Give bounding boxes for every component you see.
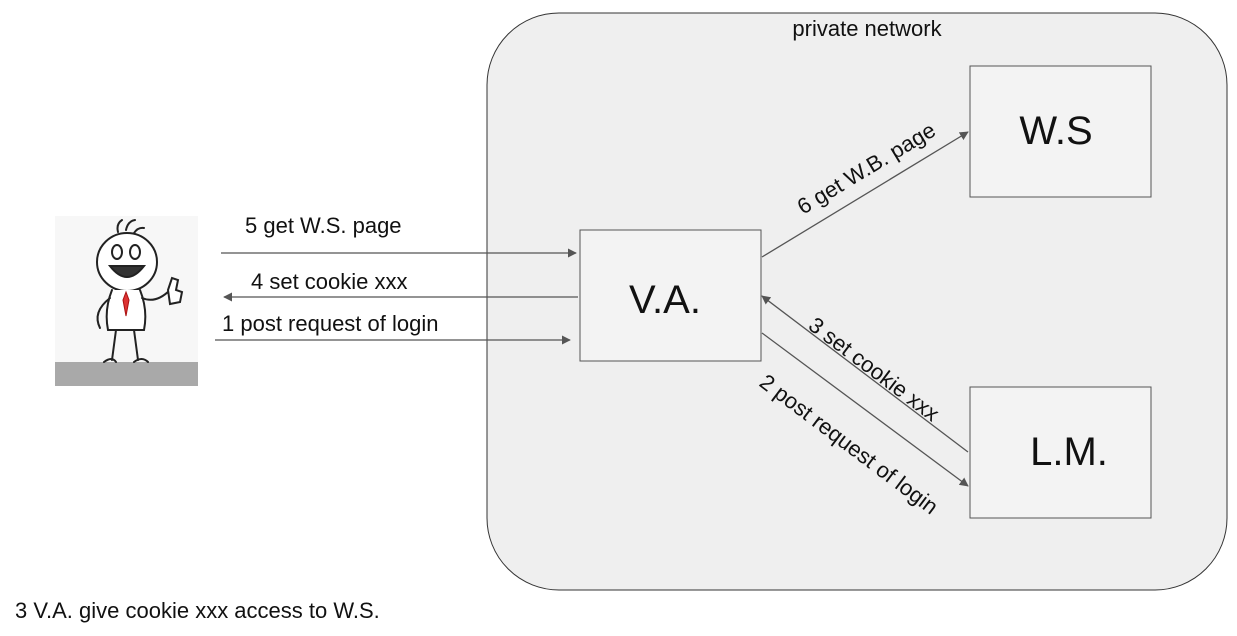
arrow-6-line [761,131,969,258]
node-va: V.A. [579,229,762,362]
node-lm-label: L.M. [1030,430,1108,474]
node-lm: L.M. [969,386,1152,519]
arrow-3-line [761,295,969,453]
node-va-label: V.A. [629,278,701,322]
arrow-1-label: 1 post request of login [222,311,438,336]
node-ws: W.S [969,65,1152,198]
arrow-4-label: 4 set cookie xxx [251,269,408,294]
node-ws-label: W.S [1019,109,1092,153]
arrow-5-label: 5 get W.S. page [245,213,402,238]
arrow-2-line [761,332,969,487]
footnote: 3 V.A. give cookie xxx access to W.S. [15,598,380,623]
user-cartoon-icon [55,216,198,386]
private-network-label: private network [792,16,942,41]
